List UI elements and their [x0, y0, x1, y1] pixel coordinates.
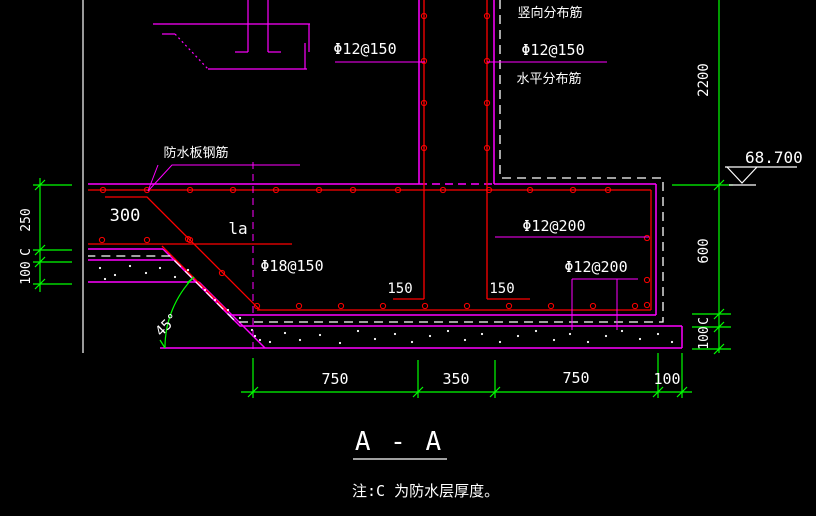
label-150-right: 150 [489, 281, 514, 297]
dimension-lines [33, 0, 733, 398]
label-phi18-150: Φ18@150 [260, 257, 323, 275]
label-wall-rebar-left: Φ12@150 [333, 40, 396, 58]
label-300: 300 [110, 206, 141, 226]
rebar-lines [88, 0, 652, 313]
dim-2200-label: 2200 [696, 63, 712, 97]
label-45deg: 45° [153, 311, 182, 340]
dim-right-c-label: C [697, 317, 712, 325]
label-slab-bottom-extra-rebar: Φ12@200 [564, 258, 627, 276]
annotations: 68.700 2200 600 C 100 250 C 100 750 350 … [19, 5, 803, 500]
elevation-label: 68.700 [745, 148, 803, 167]
dim-bottom-750a-label: 750 [321, 370, 348, 388]
label-vertical-dist: 竖向分布筋 [517, 5, 582, 21]
label-150-left: 150 [387, 281, 412, 297]
label-waterproof-rebar: 防水板钢筋 [163, 145, 228, 161]
upper-pit-outline [153, 0, 310, 70]
section-title: A - A [355, 427, 443, 457]
dim-bottom-350-label: 350 [442, 370, 469, 388]
dim-left-100-label: 100 [19, 261, 34, 284]
dim-right-100-label: 100 [697, 326, 712, 349]
elevation-marker [725, 166, 797, 186]
dim-bottom-750b-label: 750 [562, 369, 589, 387]
rebar-section-dots [98, 12, 651, 310]
label-wall-rebar-right: Φ12@150 [521, 41, 584, 59]
section-note: 注:C 为防水层厚度。 [352, 482, 499, 500]
dim-left-c-label: C [19, 248, 34, 256]
cushion-speckles [98, 264, 674, 345]
dim-600-label: 600 [696, 238, 712, 263]
label-la: la [228, 219, 247, 238]
dim-bottom-100-label: 100 [653, 370, 680, 388]
label-horizontal-dist: 水平分布筋 [516, 71, 581, 87]
leader-lines [147, 61, 649, 352]
waterproof-membrane-line [88, 0, 664, 323]
label-slab-edge-rebar: Φ12@200 [522, 217, 585, 235]
dim-left-250-label: 250 [19, 208, 34, 231]
